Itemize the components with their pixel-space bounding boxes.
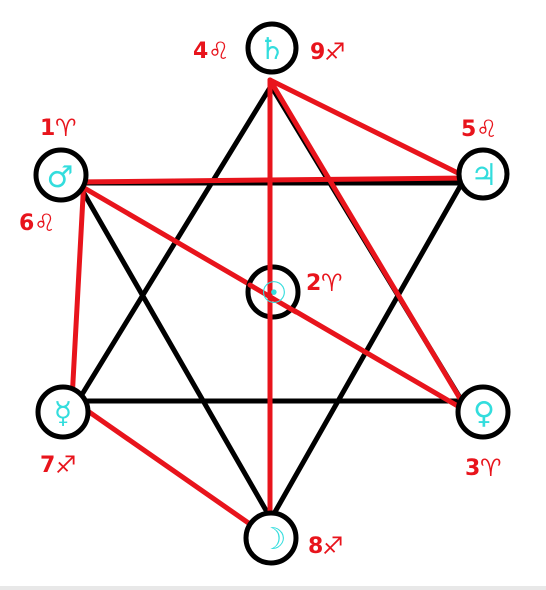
top-right-sign: ♐ — [324, 38, 346, 66]
mars-icon: ♂ — [47, 160, 74, 195]
left-lower-number: 6 — [19, 211, 34, 236]
jupiter-icon: ♃ — [471, 158, 498, 193]
aspect-mars-venus-overlay — [247, 282, 299, 315]
label-jupiter: 5 ♌ — [461, 115, 498, 143]
label-top-right: 9 ♐ — [310, 38, 346, 66]
venus-icon: ♀ — [473, 396, 495, 431]
bottom-edge — [0, 586, 546, 590]
venus-circle — [455, 384, 511, 440]
aspect-lines-overlay — [247, 259, 299, 325]
mars-number: 1 — [40, 116, 55, 141]
saturn-circle — [245, 21, 299, 75]
moon-sign: ♐ — [322, 532, 344, 560]
label-mars: 1 ♈ — [40, 114, 77, 142]
venus-sign: ♈ — [480, 454, 502, 482]
label-venus: 3 ♈ — [465, 454, 502, 482]
venus-number: 3 — [465, 456, 480, 481]
label-saturn: 4 ♌ — [193, 37, 230, 65]
mercury-number: 7 — [40, 453, 55, 478]
sun-icon: ☉ — [261, 276, 288, 311]
aspect-saturn-venus — [267, 77, 471, 415]
mars-circle — [33, 147, 89, 203]
top-right-number: 9 — [310, 40, 325, 65]
mercury-icon: ☿ — [54, 396, 72, 431]
mercury-sign: ♐ — [55, 451, 77, 479]
moon-icon: ☽ — [260, 522, 287, 557]
moon-number: 8 — [308, 534, 323, 559]
sun-number: 2 — [306, 271, 321, 296]
saturn-number: 4 — [193, 39, 208, 64]
jupiter-circle — [456, 147, 510, 201]
planet-circles — [33, 21, 511, 566]
sun-sign: ♈ — [321, 269, 343, 297]
label-sun: 2 ♈ — [306, 269, 343, 297]
aspect-saturn-jupiter — [267, 77, 471, 181]
jupiter-number: 5 — [461, 117, 476, 142]
aspect-mars-mercury-rise — [69, 175, 87, 403]
label-moon: 8 ♐ — [308, 532, 344, 560]
aspect-mercury-moon — [69, 397, 273, 541]
left-lower-sign: ♌ — [34, 209, 56, 237]
label-mercury: 7 ♐ — [40, 451, 77, 479]
jupiter-sign: ♌ — [476, 115, 498, 143]
mars-sign: ♈ — [55, 114, 77, 142]
saturn-icon: ♄ — [259, 32, 286, 67]
saturn-sign: ♌ — [208, 37, 230, 65]
mercury-circle — [35, 384, 91, 440]
label-left-lower: 6 ♌ — [19, 209, 56, 237]
moon-circle — [243, 510, 299, 566]
